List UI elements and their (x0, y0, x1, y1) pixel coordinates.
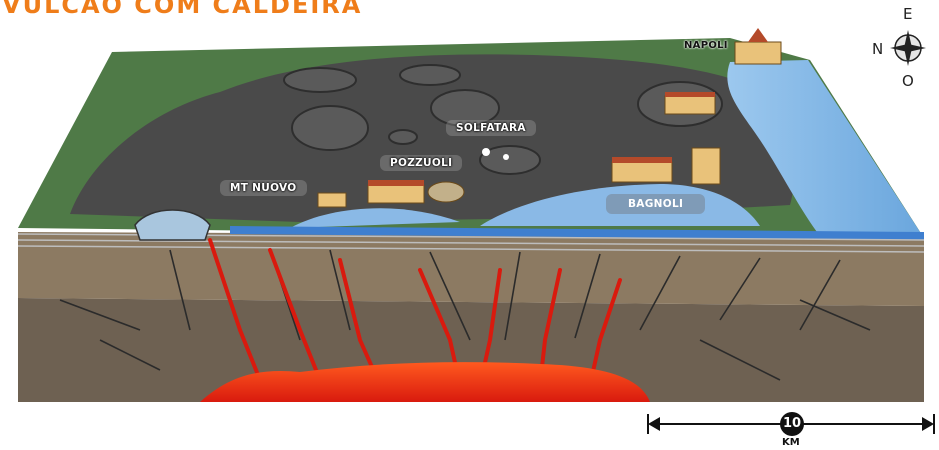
label-mt-nuovo: MT NUOVO (220, 180, 307, 196)
compass-east-label: E (903, 5, 912, 23)
scale-unit: KM (782, 437, 800, 448)
label-bagnoli: BAGNOLI (606, 194, 705, 214)
label-pozzuoli: POZZUOLI (380, 155, 462, 171)
label-napoli: NAPOLI (684, 40, 728, 51)
town-crater (665, 92, 715, 114)
compass-rose-icon (890, 30, 926, 66)
compass-west-label: O (902, 72, 914, 90)
compass-north-label: N (872, 40, 883, 58)
label-solfatara: SOLFATARA (446, 120, 536, 136)
scale-value: 10 (780, 412, 804, 436)
town-napoli (735, 28, 781, 64)
